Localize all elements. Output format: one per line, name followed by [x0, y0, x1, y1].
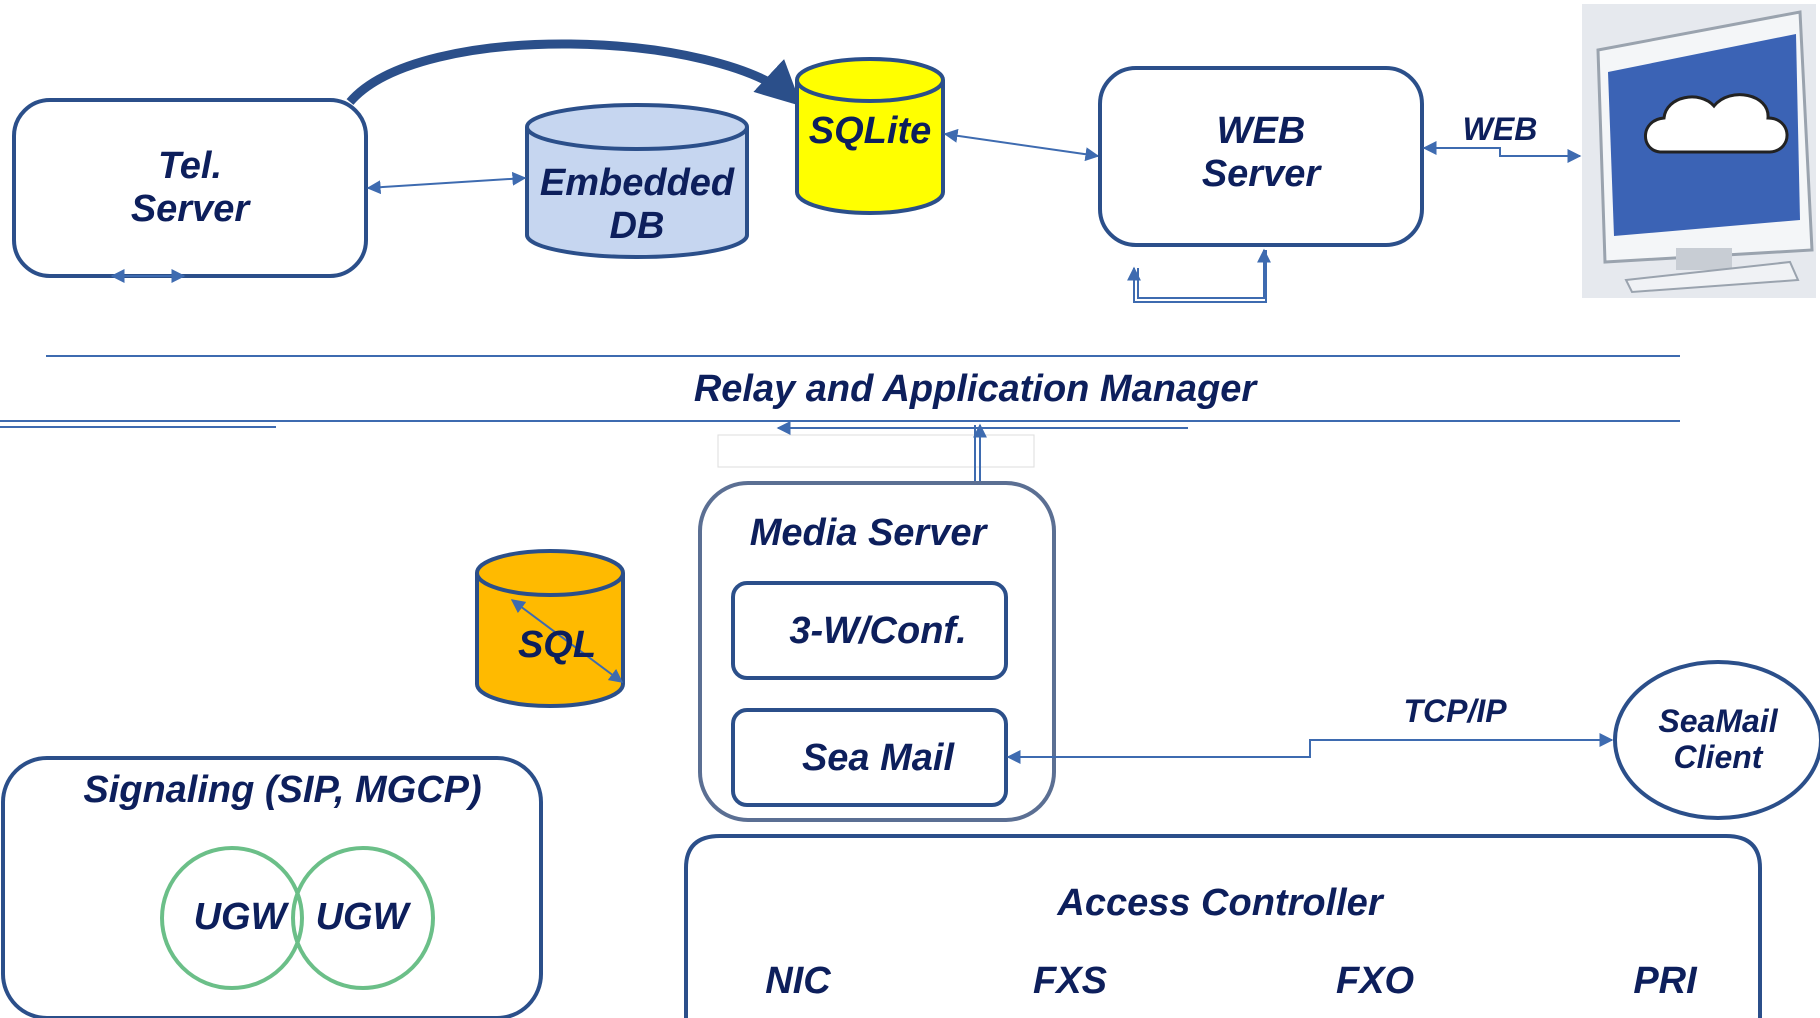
relay-label-placeholder	[717, 434, 1035, 468]
tel-embedded-arrow	[366, 171, 527, 195]
sea-mail-label: Sea Mail	[801, 737, 955, 779]
port-fxs: FXS	[1033, 960, 1107, 1002]
seamail-client-label: SeaMail Client	[1658, 703, 1778, 775]
relay-manager-label: Relay and Application Manager	[693, 368, 1257, 410]
port-pri: PRI	[1633, 960, 1697, 1002]
ugw-label-2-clip: UGW	[310, 890, 440, 950]
sea-mail-box	[731, 708, 1008, 807]
web-server-label: WEB Server	[1201, 110, 1321, 195]
sql-inner-arrow	[510, 599, 624, 683]
web-server-loop-arrow-2	[1127, 250, 1267, 303]
tel-to-sqlite-curve	[346, 39, 802, 107]
tel-server-label: Tel. Server	[130, 145, 250, 230]
tel-server-box	[12, 98, 368, 278]
web-server-loop-arrow	[1137, 248, 1271, 299]
web-edge-label: WEB	[1462, 111, 1538, 147]
conference-box	[731, 581, 1008, 680]
cloud-monitor-icon	[1582, 4, 1816, 298]
access-controller-box	[684, 834, 1762, 1018]
embedded-db-cylinder	[525, 103, 749, 259]
web-monitor-arrow	[1422, 141, 1582, 163]
seamail-client-circle	[1613, 660, 1820, 820]
port-nic: NIC	[765, 960, 831, 1002]
ugw-label-1: UGW	[193, 896, 287, 938]
access-controller-label: Access Controller	[1057, 882, 1383, 924]
conference-label: 3-W/Conf.	[789, 610, 967, 652]
ugw-label-2: UGW	[315, 896, 409, 938]
sqlite-cylinder	[795, 57, 945, 215]
signaling-label: Signaling (SIP, MGCP)	[83, 769, 482, 811]
sqlite-web-arrow	[943, 128, 1100, 162]
ugw-circle-2	[291, 846, 435, 990]
media-server-label: Media Server	[749, 512, 987, 554]
sql-label: SQL	[517, 624, 597, 666]
web-server-box	[1098, 66, 1424, 247]
tcpip-edge-label: TCP/IP	[1403, 693, 1507, 729]
port-fxo: FXO	[1335, 960, 1415, 1002]
ugw-circle-1	[160, 846, 304, 990]
sqlite-label: SQLite	[808, 110, 932, 152]
embedded-db-label: Embedded DB	[539, 162, 735, 247]
signaling-box	[1, 756, 543, 1018]
seamail-tcpip-arrow	[1006, 733, 1614, 764]
